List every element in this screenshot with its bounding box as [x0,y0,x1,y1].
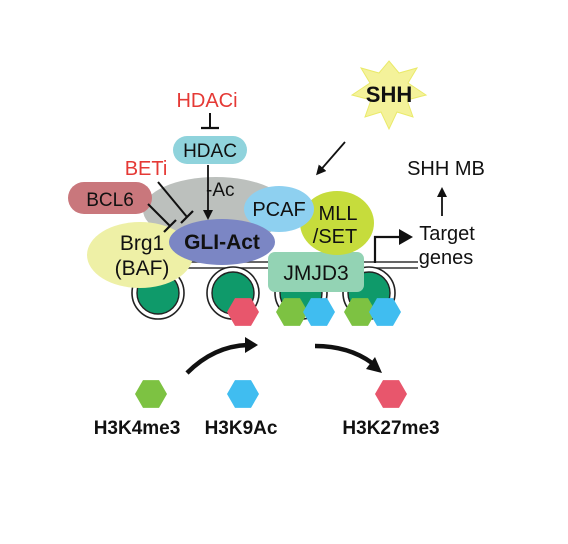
h3k4me3-mark [344,298,376,326]
transcription-arrow-head [399,229,413,245]
genes-label: genes [419,247,474,269]
shh-label: SHH [366,82,412,107]
h3k27me3-mark [227,298,259,326]
activation-arrow-head [245,337,258,353]
legend-h3k4me3-icon [135,380,167,408]
activation-curved-arrow [185,342,249,375]
beti-inhibition-bar [157,181,194,224]
target-label: Target [419,223,475,245]
bcl6-label: BCL6 [86,190,134,211]
mll-label: MLL [319,203,358,225]
pcaf-complex [244,186,314,232]
transcription-start-arrow [373,235,400,263]
bcl6-complex [68,182,152,214]
h3k9ac-mark [369,298,401,326]
brg1-baf-complex [87,222,193,288]
brg1-label: Brg1 [120,232,164,255]
pcaf-label: PCAF [252,199,305,221]
legend-h3k9ac-icon [227,380,259,408]
h3k9ac-mark [303,298,335,326]
legend-h3k4me3-label: H3K4me3 [94,418,181,439]
histone-marks [227,298,401,326]
gli-act-label: GLI-Act [184,231,260,254]
shh-mb-label: SHH MB [407,158,485,180]
repression-curved-arrow [314,343,374,365]
mll-set-complex [300,191,374,255]
h3k4me3-mark [276,298,308,326]
set-label: /SET [313,226,357,248]
legend-h3k27me3-label: H3K27me3 [342,418,439,439]
legend-h3k9ac-label: H3K9Ac [205,418,278,439]
jmjd3-complex [268,252,364,292]
shh-signal-arrow [316,141,346,176]
jmjd3-label: JMJD3 [283,262,348,285]
acetyl-label: -Ac [206,180,235,201]
baf-label: (BAF) [115,257,170,280]
legend-h3k27me3-icon [375,380,407,408]
shh-star-shape [350,60,428,131]
hdaci-label: HDACi [176,90,237,112]
hdaci-inhibition-bar [201,113,219,130]
bcl6-inhibition-bar [147,203,177,233]
hdac-complex [173,136,247,164]
beti-label: BETi [125,158,168,180]
repression-arrow-head [366,357,382,373]
legend [135,380,407,408]
gli-act-complex [169,219,275,265]
hdac-label: HDAC [183,141,237,162]
